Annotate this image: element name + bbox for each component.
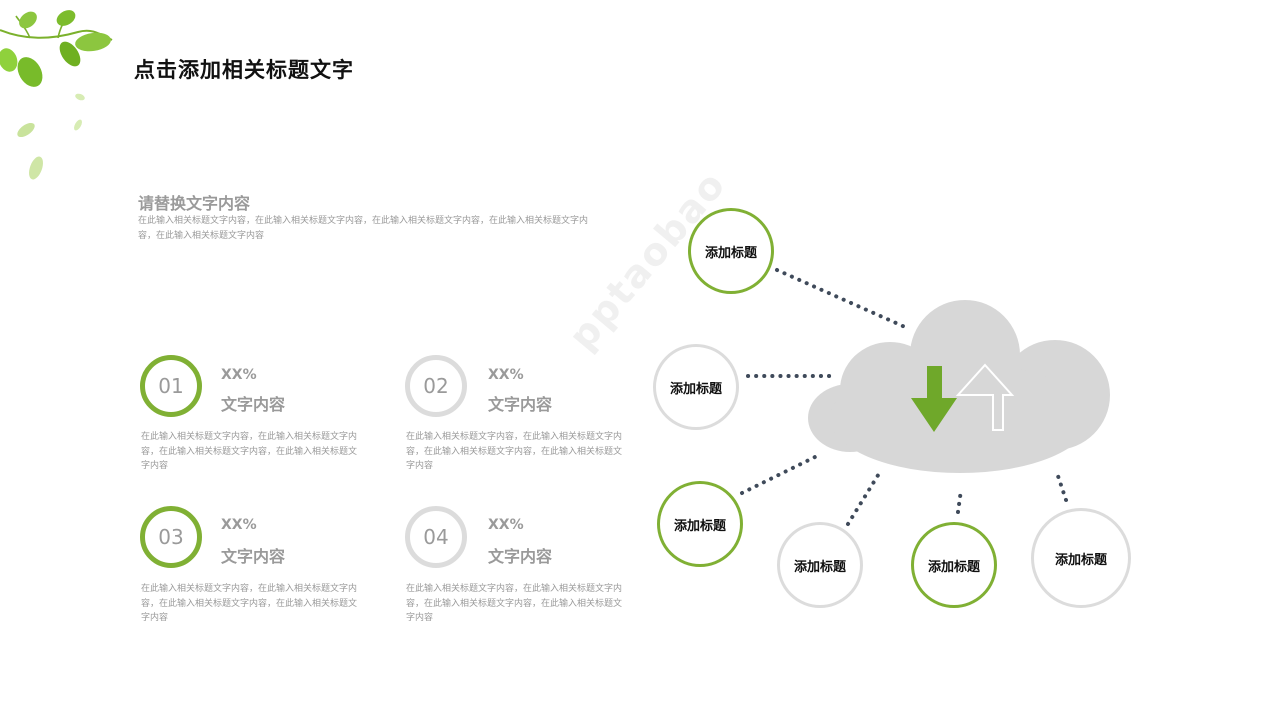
diagram-node: 添加标题: [657, 481, 743, 567]
diagram-node: 添加标题: [688, 208, 774, 294]
item-description: 在此输入相关标题文字内容，在此输入相关标题文字内容，在此输入相关标题文字内容，在…: [141, 584, 358, 623]
upload-arrow-icon: [955, 363, 1015, 431]
diagram-node: 添加标题: [911, 522, 997, 608]
item-label: 文字内容: [488, 395, 553, 414]
item-label: 文字内容: [221, 547, 286, 566]
item-number-ring-03: 03: [140, 506, 202, 568]
cloud-icon: [808, 300, 1110, 473]
diagram-node-label: 添加标题: [927, 559, 980, 575]
download-arrow-icon: [911, 366, 957, 432]
diagram-node-label: 添加标题: [793, 559, 846, 575]
diagram-node-label: 添加标题: [1054, 552, 1107, 568]
item-percent: XX%: [221, 367, 257, 383]
item-number-ring-04: 04: [405, 506, 467, 568]
item-label: 文字内容: [488, 547, 553, 566]
item-number: 04: [423, 525, 449, 549]
diagram-node: 添加标题: [653, 344, 739, 430]
item-number-ring-01: 01: [140, 355, 202, 417]
item-percent: XX%: [221, 517, 257, 533]
diagram-node-label: 添加标题: [673, 518, 726, 534]
diagram-node: 添加标题: [777, 522, 863, 608]
item-description: 在此输入相关标题文字内容，在此输入相关标题文字内容，在此输入相关标题文字内容，在…: [141, 432, 358, 471]
item-number: 02: [423, 374, 449, 398]
intro-heading: 请替换文字内容: [138, 194, 251, 213]
item-number: 01: [158, 374, 184, 398]
item-number: 03: [158, 525, 184, 549]
diagram-node-label: 添加标题: [669, 381, 722, 397]
page-title: 点击添加相关标题文字: [134, 58, 354, 82]
intro-body: 在此输入相关标题文字内容，在此输入相关标题文字内容，在此输入相关标题文字内容，在…: [138, 216, 589, 241]
item-number-ring-02: 02: [405, 355, 467, 417]
diagram-node: 添加标题: [1031, 508, 1131, 608]
diagram-node-label: 添加标题: [704, 245, 757, 261]
item-percent: XX%: [488, 367, 524, 383]
item-label: 文字内容: [221, 395, 286, 414]
item-percent: XX%: [488, 517, 524, 533]
item-description: 在此输入相关标题文字内容，在此输入相关标题文字内容，在此输入相关标题文字内容，在…: [406, 432, 623, 471]
item-description: 在此输入相关标题文字内容，在此输入相关标题文字内容，在此输入相关标题文字内容，在…: [406, 584, 623, 623]
leaf-branch-decoration: [0, 10, 113, 180]
connector-dots: [740, 268, 1068, 526]
